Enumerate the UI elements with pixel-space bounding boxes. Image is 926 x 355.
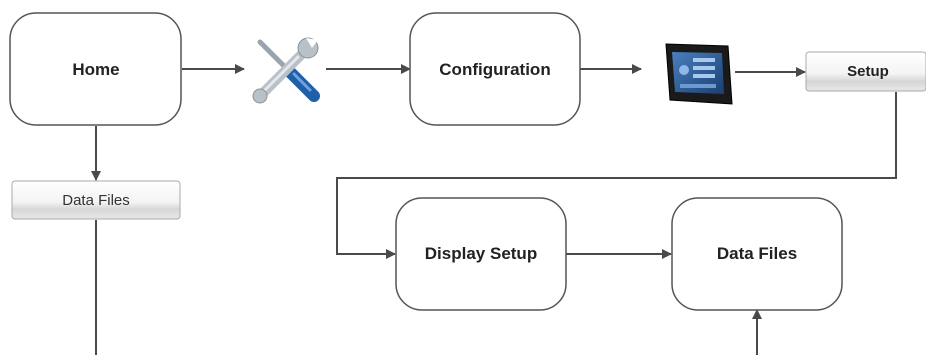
data-files-tab: Data Files xyxy=(11,180,181,220)
display-terminal-icon xyxy=(665,43,733,105)
wrench-screwdriver-icon xyxy=(252,37,320,104)
home-label: Home xyxy=(72,60,119,79)
display-setup-node: Display Setup xyxy=(395,197,567,311)
connectors xyxy=(91,64,897,355)
data-files-label: Data Files xyxy=(717,244,797,263)
arrow-setup-to-display-setup xyxy=(336,92,897,259)
setup-tab: Setup xyxy=(805,51,926,92)
configuration-label: Configuration xyxy=(439,60,550,79)
display-setup-label: Display Setup xyxy=(425,244,537,263)
home-node: Home xyxy=(9,12,182,126)
data-files-tab-label: Data Files xyxy=(62,192,130,209)
configuration-node: Configuration xyxy=(409,12,581,126)
setup-tab-label: Setup xyxy=(847,63,889,80)
data-files-node: Data Files xyxy=(671,197,843,311)
